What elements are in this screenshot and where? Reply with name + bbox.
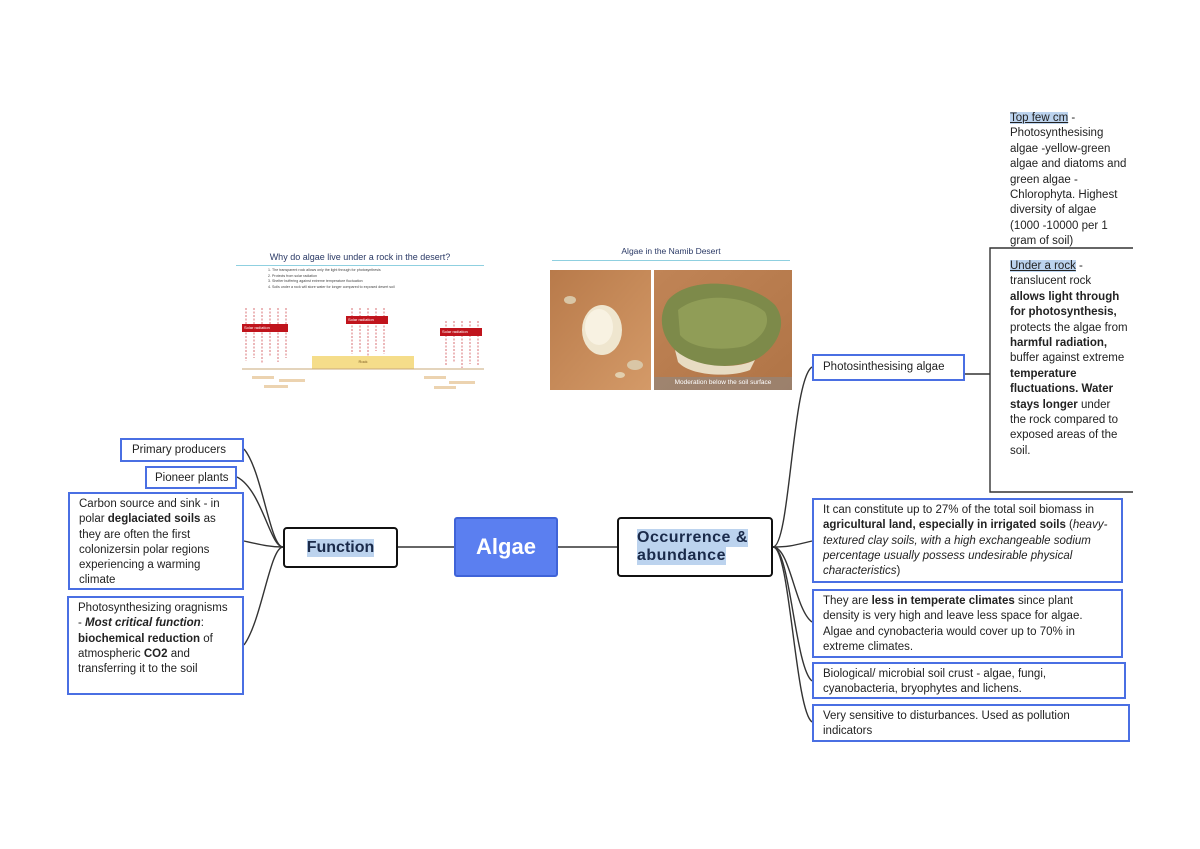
soil-crust-text: Biological/ microbial soil crust - algae… bbox=[823, 668, 1046, 695]
under-rock-head: Under a rock bbox=[1010, 260, 1076, 272]
occurrence-topic[interactable]: Occurrence & abundance bbox=[617, 517, 773, 577]
rock-label: Rock bbox=[312, 359, 414, 364]
occurrence-topic-label-line2: abundance bbox=[637, 547, 726, 565]
top-few-cm-text: Top few cm - Photosynthesising algae -ye… bbox=[1010, 111, 1128, 250]
temperate-p1: They are bbox=[823, 595, 872, 607]
primary-producers-node[interactable]: Primary producers bbox=[120, 438, 244, 462]
under-rock-p3: buffer against extreme bbox=[1010, 352, 1124, 364]
pioneer-plants-text: Pioneer plants bbox=[155, 472, 229, 484]
rock-slide-image: Why do algae live under a rock in the de… bbox=[234, 246, 486, 392]
carbon-source-node[interactable]: Carbon source and sink - in polar deglac… bbox=[68, 492, 244, 590]
primary-producers-text: Primary producers bbox=[132, 444, 226, 456]
photosynth-text-2: : bbox=[201, 617, 204, 629]
function-topic-label: Function bbox=[307, 539, 375, 557]
temperate-climates-node[interactable]: They are less in temperate climates sinc… bbox=[812, 589, 1123, 658]
photosynth-text-critical: Most critical function bbox=[85, 617, 201, 629]
photosinthesising-algae-node[interactable]: Photosinthesising algae bbox=[812, 354, 965, 381]
sensitive-node[interactable]: Very sensitive to disturbances. Used as … bbox=[812, 704, 1130, 742]
photosinthesising-algae-text: Photosinthesising algae bbox=[823, 361, 944, 373]
top-few-cm-rest: - Photosynthesising algae -yellow-green … bbox=[1010, 112, 1126, 247]
under-rock-b1: allows light through for photosynthesis, bbox=[1010, 291, 1119, 318]
solar-label-mid: Solar radiation bbox=[348, 317, 374, 322]
solar-label-right: Solar radiation bbox=[442, 329, 468, 334]
top-few-cm-head: Top few cm bbox=[1010, 112, 1068, 124]
soil-crust-node[interactable]: Biological/ microbial soil crust - algae… bbox=[812, 662, 1126, 699]
slide-title-rule bbox=[552, 260, 790, 261]
soil-biomass-p2: ( bbox=[1066, 519, 1073, 531]
solar-label-left: Solar radiation bbox=[244, 325, 270, 330]
function-topic[interactable]: Function bbox=[283, 527, 398, 568]
central-topic-label: Algae bbox=[476, 534, 536, 560]
desert-photos bbox=[550, 270, 792, 392]
carbon-text-bold: deglaciated soils bbox=[108, 513, 201, 525]
photosynth-text-bold-2: CO2 bbox=[144, 648, 168, 660]
namib-desert-image: Algae in the Namib Desert Moderation bel… bbox=[550, 244, 792, 392]
under-rock-p2: protects the algae from bbox=[1010, 322, 1128, 334]
photosynthesizing-node[interactable]: Photosynthesizing oragnisms - Most criti… bbox=[67, 596, 244, 695]
slide-title: Algae in the Namib Desert bbox=[550, 246, 792, 256]
soil-biomass-p1: It can constitute up to 27% of the total… bbox=[823, 504, 1094, 516]
soil-biomass-node[interactable]: It can constitute up to 27% of the total… bbox=[812, 498, 1123, 583]
under-rock-b2: harmful radiation, bbox=[1010, 337, 1107, 349]
temperate-b1: less in temperate climates bbox=[872, 595, 1015, 607]
soil-biomass-b1: agricultural land, especially in irrigat… bbox=[823, 519, 1066, 531]
sensitive-text: Very sensitive to disturbances. Used as … bbox=[823, 710, 1070, 737]
pioneer-plants-node[interactable]: Pioneer plants bbox=[145, 466, 237, 489]
central-topic-algae[interactable]: Algae bbox=[454, 517, 558, 577]
photosynth-text-bold-1: biochemical reduction bbox=[78, 633, 200, 645]
occurrence-topic-label-line1: Occurrence & bbox=[637, 529, 748, 547]
under-a-rock-text: Under a rock - translucent rock allows l… bbox=[1010, 259, 1128, 459]
soil-biomass-p3: ) bbox=[897, 565, 901, 577]
photo-caption: Moderation below the soil surface bbox=[654, 379, 792, 386]
